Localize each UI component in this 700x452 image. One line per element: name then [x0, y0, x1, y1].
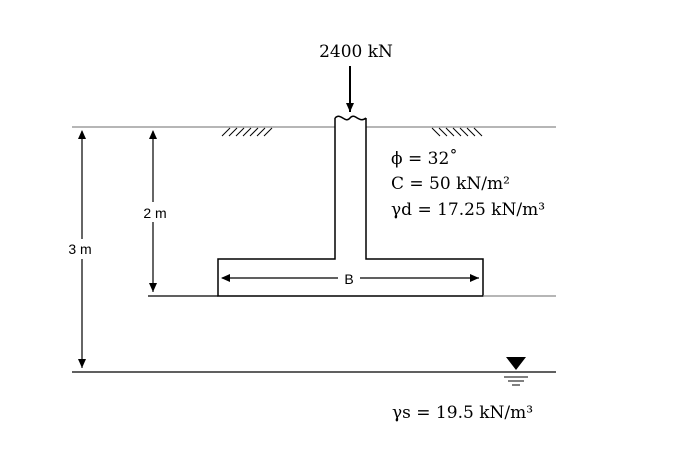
- cohesion-label: C = 50 kN/m²: [391, 174, 510, 194]
- water-table-icon: [504, 357, 528, 386]
- gamma-d-label: γd = 17.25 kN/m³: [391, 200, 545, 220]
- soil-hatch-left: [221, 127, 273, 137]
- dim-2m-label: 2 m: [143, 205, 166, 221]
- dim-3m-label: 3 m: [68, 241, 91, 257]
- soil-hatch-right: [431, 127, 483, 137]
- dim-b-label-bg: [338, 268, 360, 288]
- footing-outline: [217, 118, 484, 297]
- gamma-s-label: γs = 19.5 kN/m³: [392, 403, 533, 423]
- load-label: 2400 kN: [319, 42, 393, 62]
- dim-b-label: B: [344, 271, 353, 287]
- column-break-line: [334, 115, 367, 121]
- dim-3m-label-bg: [60, 239, 100, 259]
- dim-2m-label-bg: [135, 202, 175, 222]
- phi-label: ϕ = 32˚: [391, 149, 458, 169]
